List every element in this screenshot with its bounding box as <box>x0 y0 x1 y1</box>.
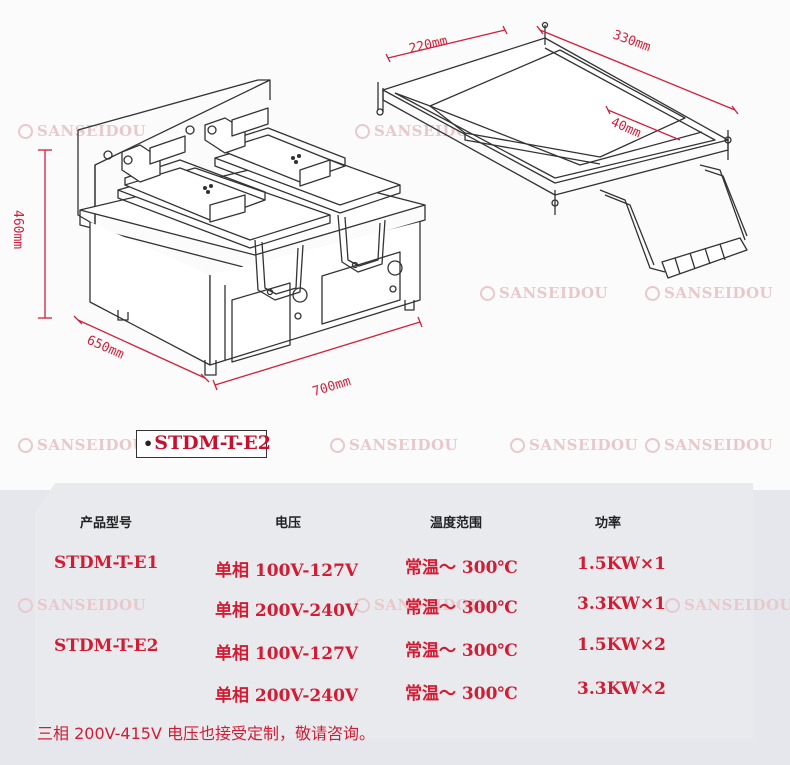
watermark: SANSEIDOU <box>510 436 638 454</box>
watermark: SANSEIDOU <box>645 284 773 302</box>
watermark-logo-icon <box>355 598 370 613</box>
row-voltage: 单相 100V-127V <box>215 644 359 664</box>
watermark-logo-icon <box>18 438 33 453</box>
bullet-icon: • <box>143 434 154 453</box>
tray-dimension-lines <box>385 25 739 141</box>
row-temp: 常温～ 300℃ <box>405 598 518 618</box>
watermark: SANSEIDOU <box>330 436 458 454</box>
watermark-logo-icon <box>18 598 33 613</box>
row-power: 1.5KW×1 <box>577 554 666 574</box>
watermark: SANSEIDOU <box>480 284 608 302</box>
row-temp: 常温～ 300℃ <box>405 641 518 661</box>
model-tag: •STDM-T-E2 <box>136 430 271 458</box>
tray-length-label: 330mm <box>611 28 653 56</box>
row-power: 3.3KW×1 <box>577 594 666 614</box>
row-voltage: 单相 200V-240V <box>215 686 359 706</box>
tray-width-label: 220mm <box>408 33 450 56</box>
row-temp: 常温～ 300℃ <box>405 558 518 578</box>
row-voltage: 单相 100V-127V <box>215 561 359 581</box>
header-voltage: 电压 <box>275 516 302 531</box>
watermark-logo-icon <box>355 124 370 139</box>
row-model: STDM-T-E2 <box>54 636 159 656</box>
watermark: SANSEIDOU <box>18 436 146 454</box>
watermark: SANSEIDOU <box>665 596 790 614</box>
width-dimension-label: 700mm <box>311 374 353 400</box>
row-voltage: 单相 200V-240V <box>215 601 359 621</box>
header-model: 产品型号 <box>80 516 133 531</box>
machine-dimension-lines <box>38 149 423 391</box>
watermark-logo-icon <box>18 124 33 139</box>
row-model: STDM-T-E1 <box>54 553 159 573</box>
depth-dimension-label: 650mm <box>84 333 126 363</box>
row-power: 3.3KW×2 <box>577 679 666 699</box>
watermark-logo-icon <box>510 438 525 453</box>
watermark-logo-icon <box>645 286 660 301</box>
drip-tray-illustration <box>376 21 748 279</box>
height-dimension-label: 460mm <box>10 210 25 249</box>
watermark: SANSEIDOU <box>18 596 146 614</box>
row-temp: 常温～ 300℃ <box>405 684 518 704</box>
header-temperature: 温度范围 <box>430 516 483 531</box>
product-drawing: 460mm 650mm 700mm <box>10 21 748 400</box>
watermark-logo-icon <box>330 438 345 453</box>
customization-note: 三相 200V-415V 电压也接受定制，敬请咨询。 <box>37 724 375 743</box>
griddle-machine-illustration <box>77 79 426 376</box>
watermark: SANSEIDOU <box>18 122 146 140</box>
watermark-logo-icon <box>480 286 495 301</box>
watermark: SANSEIDOU <box>645 436 773 454</box>
watermark-logo-icon <box>645 438 660 453</box>
model-tag-text: STDM-T-E2 <box>154 432 271 454</box>
header-power: 功率 <box>595 516 622 531</box>
spec-card <box>35 483 753 738</box>
watermark: SANSEIDOU <box>355 596 483 614</box>
watermark-logo-icon <box>665 598 680 613</box>
row-power: 1.5KW×2 <box>577 635 666 655</box>
